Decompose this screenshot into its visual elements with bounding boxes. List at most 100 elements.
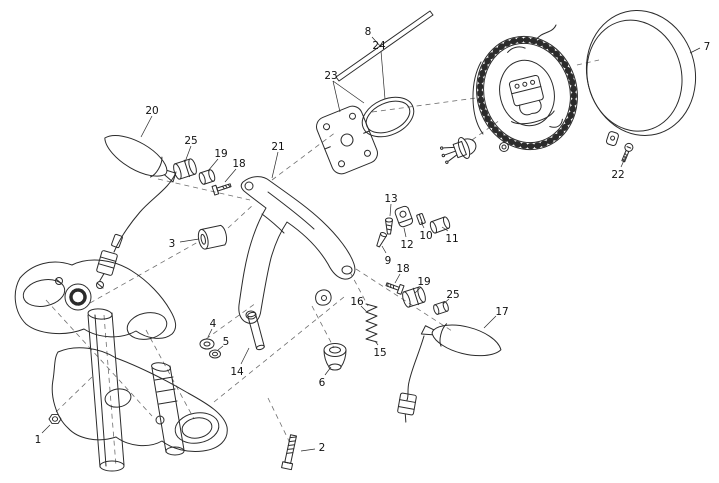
callout-leader [414,286,422,294]
callout-label-22: 22 [611,169,624,181]
callout-label-6: 6 [319,377,326,389]
callout-leader [300,448,316,452]
callout-leader [224,168,237,183]
callout-label-19: 19 [417,276,430,288]
headlight-bracket [238,176,356,324]
callout-label-15: 15 [373,347,386,359]
callout-label-20: 20 [145,105,158,117]
callout-label-18: 18 [232,158,245,170]
cap-part [197,224,228,250]
turn-signal-right [397,323,502,423]
callout-leader [371,36,382,48]
callout-label-1: 1 [35,434,42,446]
callout-label-24: 24 [372,40,386,52]
callout-label-17: 17 [495,306,508,318]
spring [365,303,378,343]
callout-label-19: 19 [214,148,227,160]
callout-label-23: 23 [324,70,337,82]
callout-leader [441,226,449,232]
spacer-right [433,301,449,315]
rubber-mount-left [173,158,197,180]
steering-nut-knurl [69,288,87,306]
callout-leader [374,340,379,346]
callout-leader [394,273,401,284]
screw-right [385,282,405,295]
callout-label-18: 18 [396,263,409,275]
headlight-rim [585,9,697,147]
screw-9 [376,231,388,248]
hex-nut [48,413,62,425]
signal-connector-right [397,392,417,423]
headlight-connector [508,74,544,107]
headlight-bulb [440,137,477,164]
callout-leader [179,238,200,243]
screw-left [211,183,232,196]
callout-leader [207,158,219,172]
callout-leader [184,145,192,163]
callout-leader [332,80,341,113]
bushing-11 [429,216,451,234]
callout-leader [620,155,627,168]
rubber-mount-right [402,286,426,308]
callout-label-2: 2 [319,442,326,454]
callout-label-10: 10 [419,230,432,242]
callout-label-12: 12 [400,239,413,251]
callout-label-11: 11 [445,233,458,245]
triple-clamp-assembly [14,259,228,472]
washer [199,338,215,350]
signal-wire-left [113,171,177,253]
callout-leader [389,203,392,217]
callout-leader [271,151,279,179]
callout-label-4: 4 [210,318,217,330]
callout-label-9: 9 [385,255,392,267]
callout-leader [41,424,51,434]
callout-label-21: 21 [271,141,284,153]
callout-leader [240,347,250,365]
callout-label-8: 8 [365,26,372,38]
signal-wire-right [406,335,425,401]
callout-label-25: 25 [184,135,197,147]
callout-label-25: 25 [446,289,459,301]
rim-screw [621,142,634,163]
headlight-unit [472,24,578,152]
adjuster-cluster [376,205,451,248]
headlight-fins [477,36,577,150]
rubber-grommet [323,343,347,371]
bolt [281,434,297,471]
rubber-mount-set-right [385,282,449,315]
callout-label-16: 16 [350,296,364,308]
callout-leader [380,50,386,100]
callout-label-7: 7 [704,41,711,53]
rubber-mount-set-left [173,158,232,196]
callout-label-14: 14 [230,366,244,378]
callout-label-13: 13 [384,193,397,205]
spacer-left [198,169,216,185]
turn-signal-left [96,135,177,282]
callout-leader [360,305,367,312]
assembly-guide-lines [45,59,600,467]
small-nut [209,349,221,359]
callout-leader [403,227,407,238]
callout-leader [442,298,450,305]
callout-label-3: 3 [169,238,176,250]
trim-strip [335,10,434,82]
callout-leader [332,80,365,104]
signal-connector-left [96,250,118,282]
callout-leader [324,366,332,376]
callout-leader [689,47,701,54]
oring-gasket [361,96,415,138]
callout-leader [381,245,387,254]
callout-label-5: 5 [223,336,230,348]
callout-leader [140,115,153,138]
washer-10 [416,213,426,225]
callout-leader [483,315,497,329]
screw-13 [385,217,393,235]
clamp-bracket [394,205,414,228]
callout-leader [217,345,224,351]
gasket-plate [316,105,378,175]
callout-leader [420,221,425,229]
callout-leader [207,328,213,338]
